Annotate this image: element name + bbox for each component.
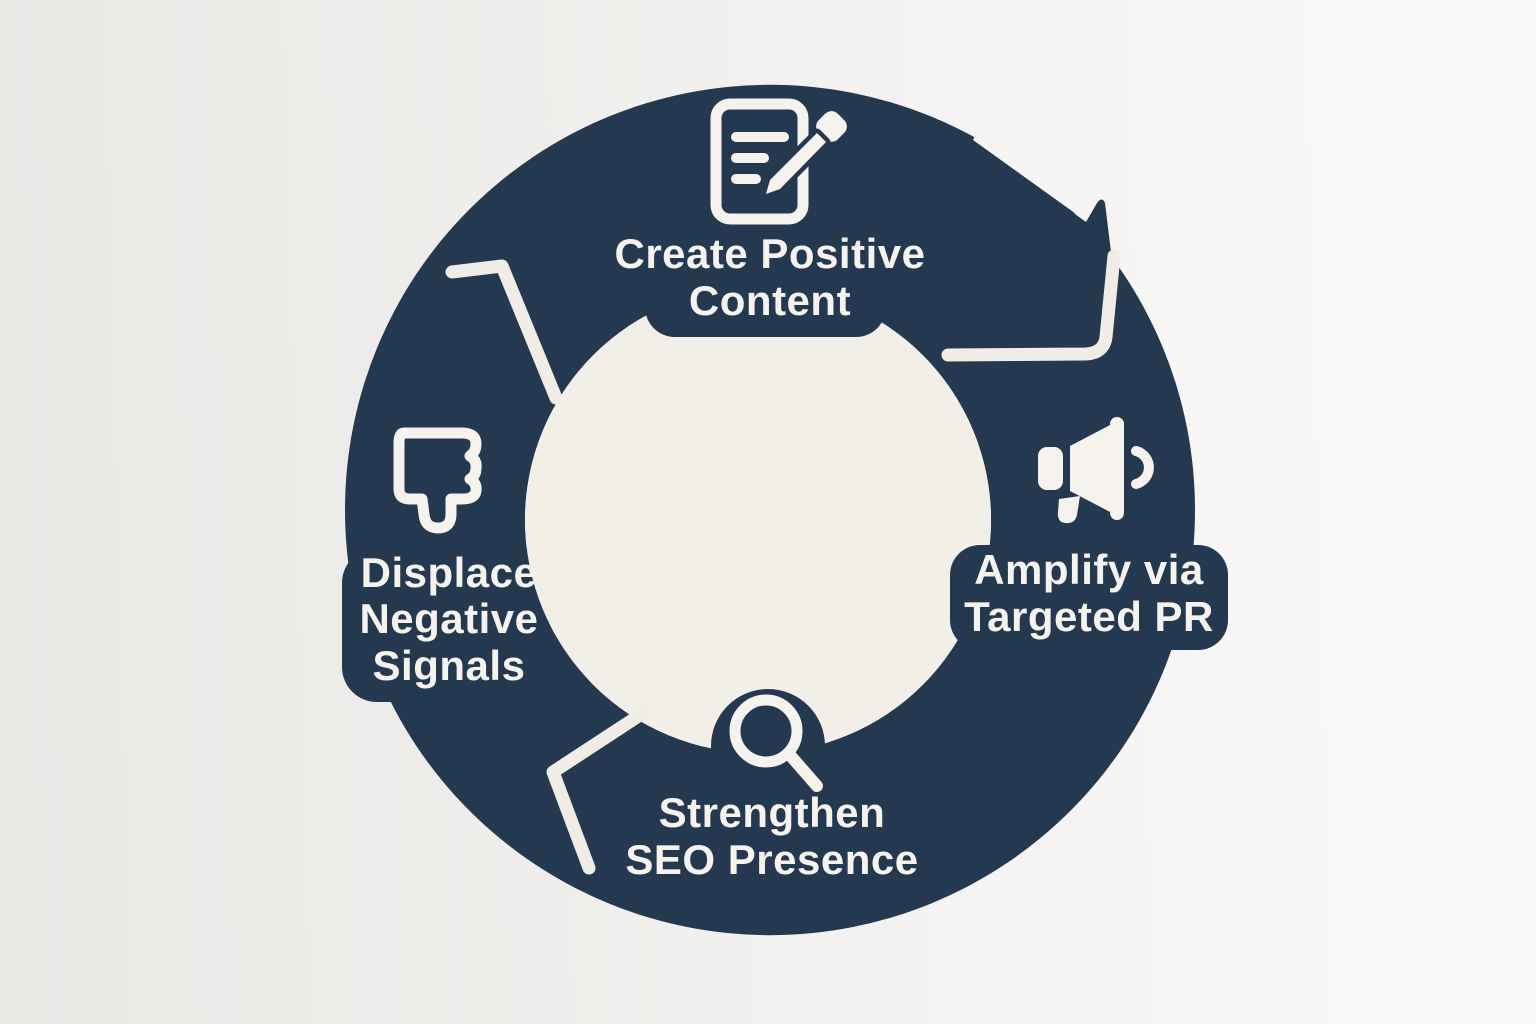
step-label-line: Amplify via: [974, 546, 1204, 593]
step-label-line: SEO Presence: [625, 836, 918, 883]
step-label-line: Create Positive: [615, 230, 926, 277]
thumbs-down-icon: [393, 427, 482, 534]
search-icon: [729, 694, 823, 792]
separator-bottom-left: [546, 706, 650, 875]
step-tab-top: [645, 240, 886, 337]
step-amplify-targeted-pr: Amplify via Targeted PR: [964, 417, 1214, 640]
step-tab-left: [342, 548, 592, 702]
cycle-inner-hole: [525, 287, 991, 753]
step-tab-right: [950, 545, 1228, 650]
step-label-line: Content: [689, 277, 851, 324]
arrow-notch: [973, 108, 1090, 224]
search-icon-bump: [711, 689, 825, 803]
step-displace-negative-signals: Displace Negative Signals: [359, 427, 538, 689]
step-create-positive-content: Create Positive Content: [615, 98, 926, 324]
separator-top-left: [445, 259, 563, 405]
step-label-line: Displace: [361, 549, 538, 596]
step-label-line: Negative: [359, 595, 538, 642]
step-label-line: Signals: [373, 642, 526, 689]
step-label-line: Strengthen: [659, 789, 886, 836]
step-strengthen-seo-presence: Strengthen SEO Presence: [625, 694, 918, 883]
document-pencil-icon: [710, 98, 852, 225]
separator-top-right: [941, 249, 1121, 362]
megaphone-icon: [1038, 417, 1154, 524]
step-label-line: Targeted PR: [964, 593, 1214, 640]
arrowhead: [980, 146, 1111, 346]
